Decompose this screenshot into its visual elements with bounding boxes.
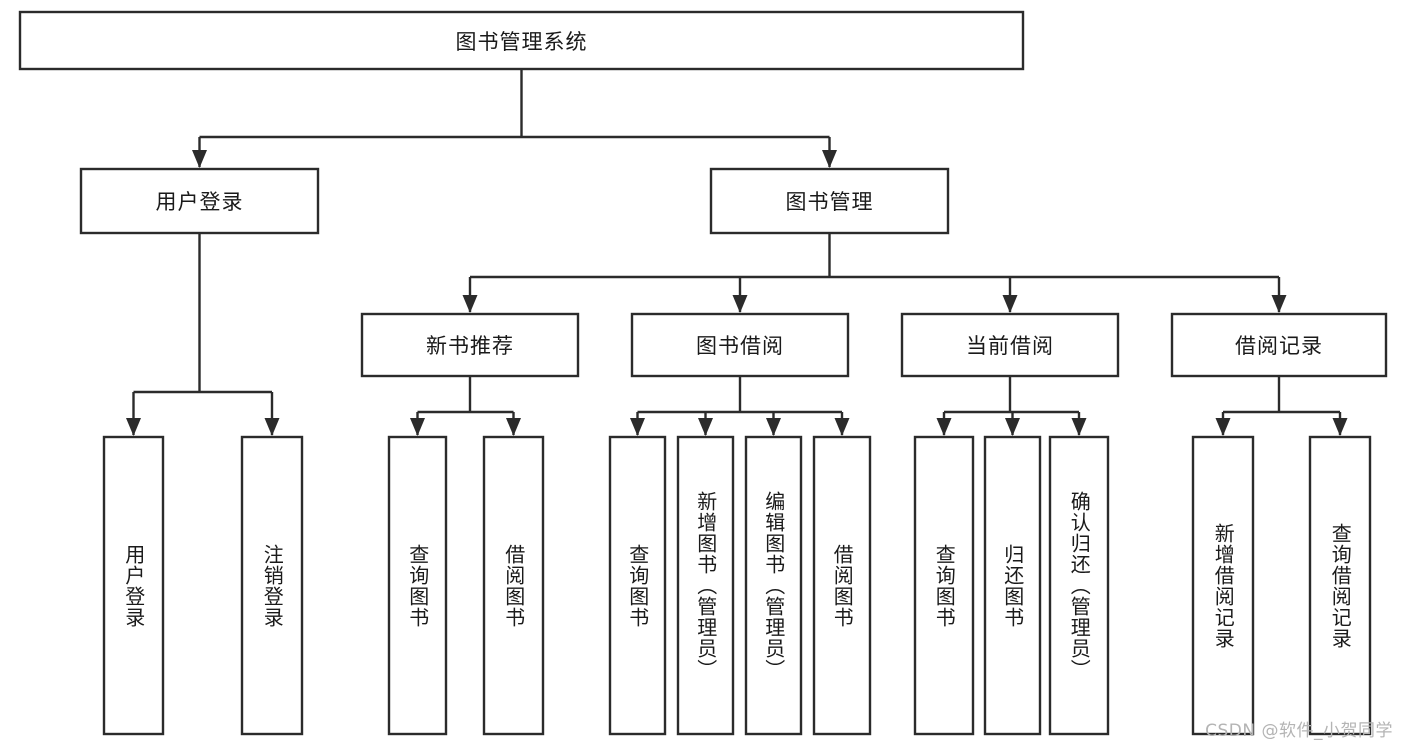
arrow-借阅记录-to-查询借阅记录 <box>1332 418 1348 436</box>
node-leaf-图书借阅-借阅图书[interactable] <box>812 435 872 736</box>
node-leaf-新书推荐-查询图书[interactable] <box>387 435 448 736</box>
arrow-借阅记录-to-新增借阅记录 <box>1215 418 1231 436</box>
node-l2-图书管理[interactable] <box>709 167 950 235</box>
node-leaf-借阅记录-查询借阅记录[interactable] <box>1308 435 1372 736</box>
node-leaf-新书推荐-借阅图书[interactable] <box>482 435 545 736</box>
node-l3-图书借阅[interactable] <box>630 312 850 378</box>
node-leaf-图书借阅-查询图书[interactable] <box>608 435 667 736</box>
arrow-books-to-当前借阅 <box>1002 295 1018 313</box>
arrow-当前借阅-to-查询图书 <box>936 418 952 436</box>
arrow-books-to-新书推荐 <box>462 295 478 313</box>
node-l3-借阅记录[interactable] <box>1170 312 1388 378</box>
arrow-当前借阅-to-确认归还管理员 <box>1071 418 1087 436</box>
arrow-图书借阅-to-查询图书 <box>630 418 645 436</box>
arrow-图书借阅-to-新增图书管理员 <box>698 418 713 436</box>
arrow-books-to-借阅记录 <box>1271 295 1287 313</box>
node-leaf-借阅记录-新增借阅记录[interactable] <box>1191 435 1255 736</box>
node-leaf-用户登录-用户登录[interactable] <box>102 435 165 736</box>
arrow-root-to-用户登录 <box>192 150 207 168</box>
node-root-图书管理系统[interactable] <box>18 10 1025 71</box>
node-leaf-当前借阅-查询图书[interactable] <box>913 435 975 736</box>
connector-layer <box>126 69 1348 436</box>
arrow-login-to-用户登录 <box>126 418 141 436</box>
node-leaf-当前借阅-确认归还管理员[interactable] <box>1048 435 1110 736</box>
arrow-图书借阅-to-编辑图书管理员 <box>766 418 781 436</box>
node-leaf-当前借阅-归还图书[interactable] <box>983 435 1042 736</box>
arrow-新书推荐-to-查询图书 <box>410 418 425 436</box>
node-leaf-图书借阅-编辑图书管理员[interactable] <box>744 435 803 736</box>
node-box-layer <box>18 10 1388 736</box>
arrow-root-to-图书管理 <box>822 150 837 168</box>
arrow-当前借阅-to-归还图书 <box>1005 418 1020 436</box>
node-l3-当前借阅[interactable] <box>900 312 1120 378</box>
node-l2-用户登录[interactable] <box>79 167 320 235</box>
arrow-books-to-图书借阅 <box>732 295 748 313</box>
node-leaf-图书借阅-新增图书管理员[interactable] <box>676 435 735 736</box>
node-leaf-用户登录-注销登录[interactable] <box>240 435 304 736</box>
arrow-图书借阅-to-借阅图书 <box>834 418 850 436</box>
arrow-login-to-注销登录 <box>264 418 280 436</box>
node-l3-新书推荐[interactable] <box>360 312 580 378</box>
arrow-新书推荐-to-借阅图书 <box>506 418 521 436</box>
